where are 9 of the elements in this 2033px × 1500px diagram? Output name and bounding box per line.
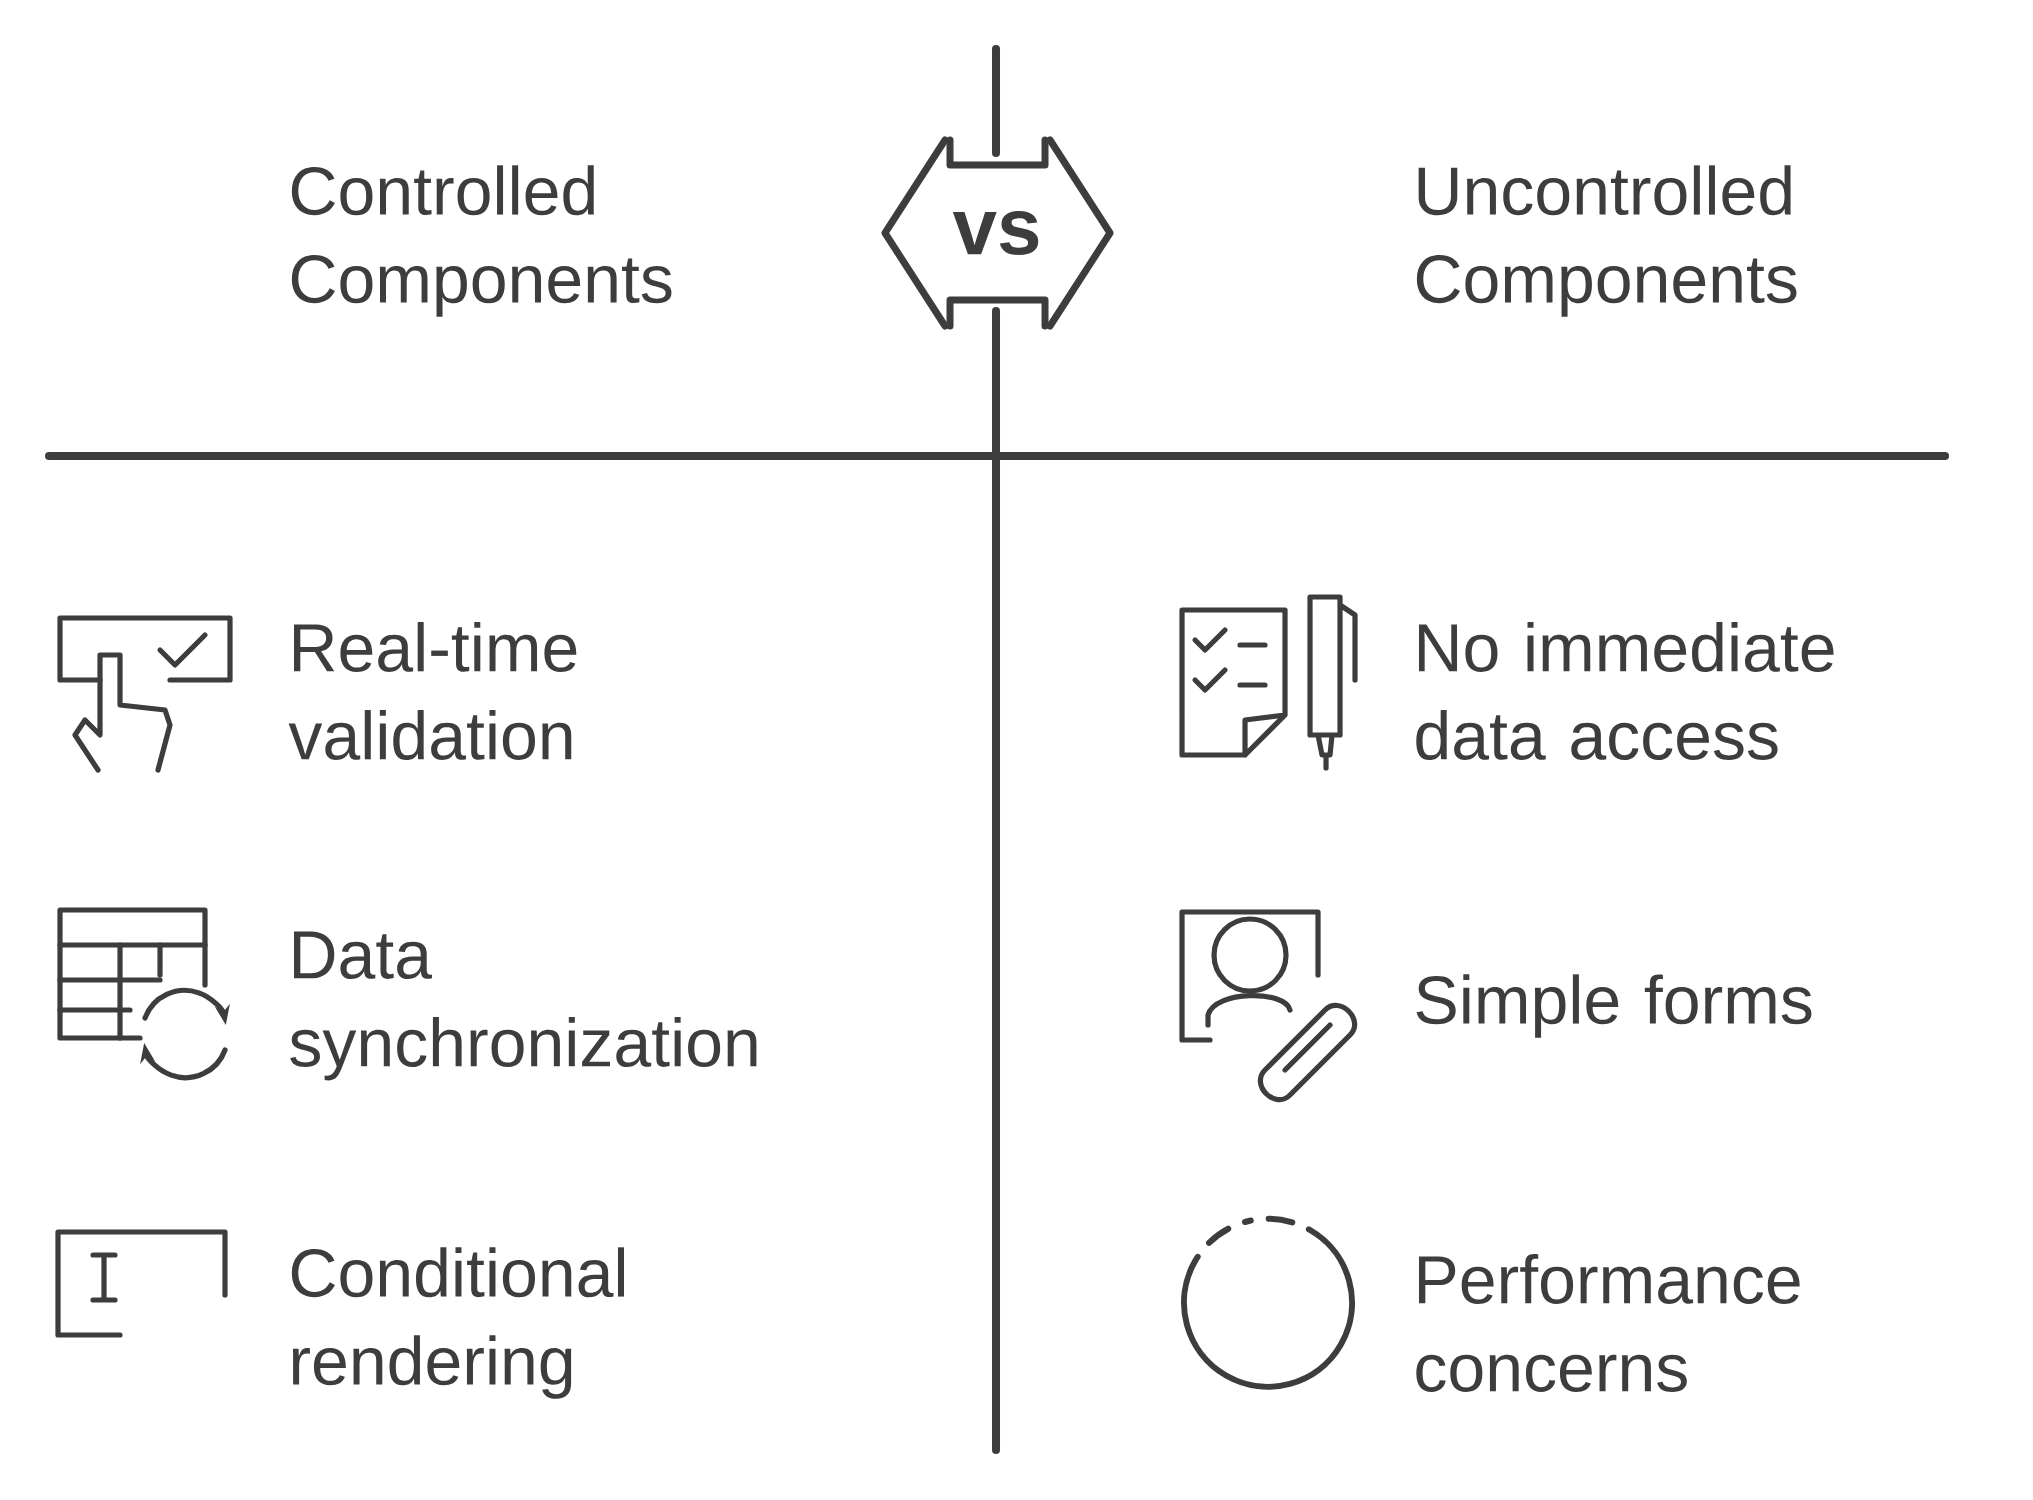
item-text: No immediate data access — [1416, 622, 1834, 760]
column-heading: Uncontrolled Components — [1416, 165, 1797, 317]
column-heading: Controlled Components — [291, 165, 672, 317]
item-text: Simple forms — [1416, 974, 1812, 1038]
item-text: Conditional rendering — [291, 1247, 624, 1399]
item-text: Data synchronization — [290, 931, 757, 1081]
vs-badge: vs — [881, 136, 1114, 330]
item-text: Performance concerns — [1416, 1254, 1800, 1392]
item-text: Real-time validation — [288, 622, 577, 760]
